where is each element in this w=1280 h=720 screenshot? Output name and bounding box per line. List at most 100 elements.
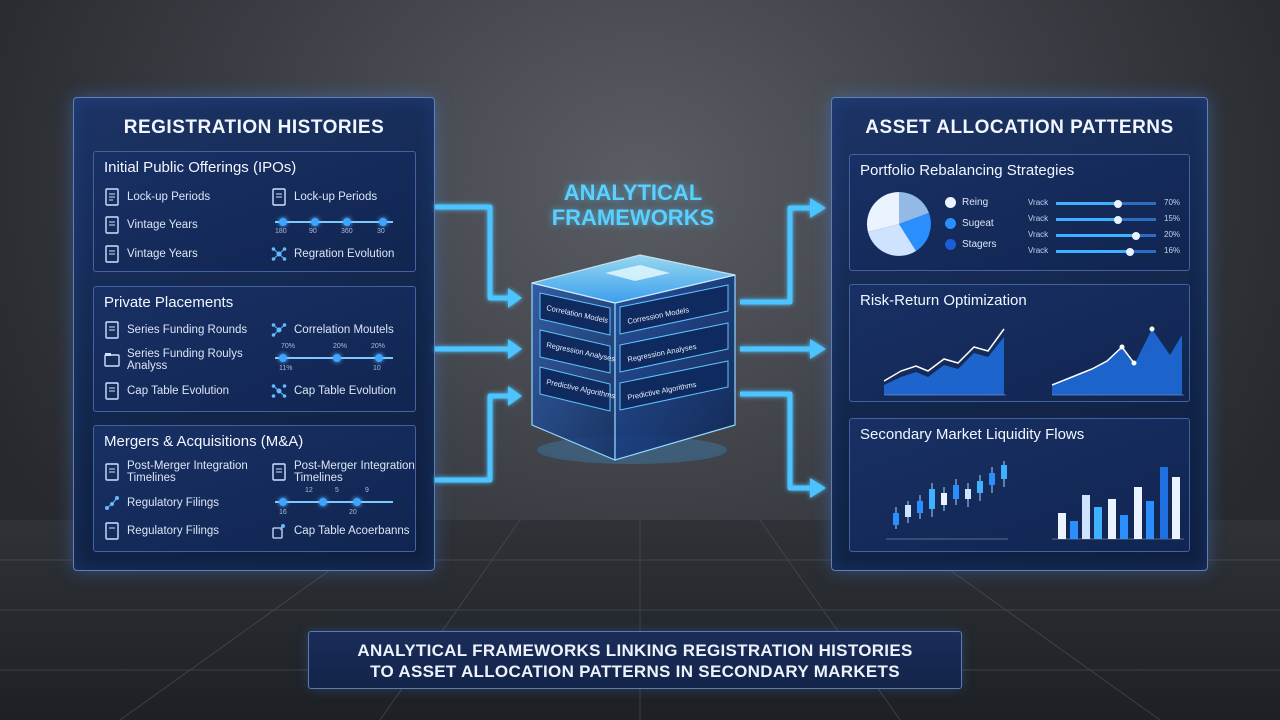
private-placements-title: Private Placements [104,294,234,311]
list-item[interactable]: Regration Evolution [271,245,394,263]
item-label: Cap Table Acoerbanns [294,525,410,537]
pie-chart [866,192,931,256]
legend-label: Stagers [962,239,997,250]
area-chart [1051,326,1184,396]
list-item[interactable]: Cap Table Acoerbanns [271,522,410,540]
network-icon [272,524,285,539]
document-icon [272,188,286,206]
list-item[interactable]: Series Funding Roulys Analyss [104,348,254,372]
arrowhead [508,339,522,359]
arrowhead [810,478,826,498]
item-label: Correlation Moutels [294,324,394,336]
mna-card[interactable]: Mergers & Acquisitions (M&A) Post-Merger… [93,425,416,552]
tick-label: 20% [333,343,348,350]
item-label: Regration Evolution [294,248,395,260]
ipo-card[interactable]: Initial Public Offerings (IPOs) Lock-up … [93,151,416,272]
flow-arrow [435,393,510,483]
tick-label: 180 [275,228,287,235]
legend-item: Sugeat [945,218,994,229]
frameworks-cube: Correlation Models Regression Analyses P… [531,254,736,464]
private-placements-card[interactable]: Private Placements Series Funding Rounds… [93,286,416,412]
list-item[interactable]: Lock-up Periods [104,188,210,206]
caption-banner: ANALYTICAL FRAMEWORKS LINKING REGISTRATI… [308,631,962,689]
ipo-card-title: Initial Public Offerings (IPOs) [104,159,297,176]
document-icon [272,463,286,481]
list-item[interactable]: Post-Merger Integration Timelines [271,460,424,484]
list-item[interactable]: Regulatory Filings [104,522,219,540]
document-icon [105,463,119,481]
slider-handle[interactable] [1132,232,1140,240]
center-title-line2: FRAMEWORKS [551,205,715,230]
mna-card-title: Mergers & Acquisitions (M&A) [104,433,304,450]
slider-label: Vrack [1028,246,1049,255]
list-item[interactable]: Post-Merger Integration Timelines [104,460,257,484]
tick-label: 9 [365,487,369,494]
slider-track [1056,216,1156,224]
tick-label: 10 [373,365,381,372]
document-icon [105,522,119,540]
allocation-slider[interactable]: Vrack 20% [1028,229,1188,241]
document-icon [105,188,119,206]
risk-return-card[interactable]: Risk-Return Optimization [849,284,1190,402]
timeline-slider[interactable]: 70% 20% 20% 11% 10 [275,343,393,377]
rebalancing-card[interactable]: Portfolio Rebalancing Strategies Reing S… [849,154,1190,271]
list-item[interactable]: Vintage Years [104,245,198,263]
allocation-slider[interactable]: Vrack 16% [1028,245,1188,257]
liquidity-card[interactable]: Secondary Market Liquidity Flows [849,418,1190,552]
analytical-frameworks-title: ANALYTICAL FRAMEWORKS [528,180,738,230]
timeline-slider[interactable]: 180 90 360 30 [275,215,393,237]
list-item[interactable]: Lock-up Periods [271,188,377,206]
item-label: Regulatory Filings [127,525,220,537]
document-icon [105,216,119,234]
center-title-line1: ANALYTICAL [563,180,703,205]
legend-label: Reing [962,197,989,208]
tick-label: 16 [279,509,287,516]
bar-chart [1052,467,1184,540]
timeline-slider[interactable]: 12 5 9 16 20 [275,487,393,519]
arrowhead [810,339,826,359]
candlestick-chart [886,461,1008,540]
slider-value: 15% [1164,214,1181,223]
tick-label: 30 [377,228,385,235]
slider-track [1056,248,1156,256]
caption-line1: ANALYTICAL FRAMEWORKS LINKING REGISTRATI… [357,641,913,660]
network-icon [271,247,287,261]
slider-track [1056,232,1156,240]
slider-handle[interactable] [1126,248,1134,256]
share-icon [105,496,119,510]
document-icon [105,321,119,339]
slider-value: 70% [1164,198,1181,207]
list-item[interactable]: Vintage Years [104,216,198,234]
tick-label: 5 [335,487,339,494]
slider-value: 20% [1164,230,1181,239]
list-item[interactable]: Series Funding Rounds [104,321,247,339]
item-label: Post-Merger Integration Timelines [127,460,248,484]
slider-handle[interactable] [1114,216,1122,224]
list-item[interactable]: Cap Table Evolution [271,382,396,400]
legend-item: Stagers [945,239,996,250]
asset-allocation-title: ASSET ALLOCATION PATTERNS [865,117,1174,138]
item-label: Series Funding Roulys Analyss [127,348,243,372]
tick-label: 70% [281,343,296,350]
item-label: Regulatory Filings [127,497,220,509]
list-item[interactable]: Regulatory Filings [104,494,219,512]
slider-label: Vrack [1028,230,1049,239]
slider-value: 16% [1164,246,1181,255]
asset-allocation-panel: ASSET ALLOCATION PATTERNS Portfolio Reba… [831,97,1208,571]
tick-label: 20 [349,509,357,516]
tick-label: 90 [309,228,317,235]
item-label: Vintage Years [127,248,198,260]
network-icon [271,323,287,337]
list-item[interactable]: Correlation Moutels [271,321,394,339]
slider-handle[interactable] [1114,200,1122,208]
liquidity-title: Secondary Market Liquidity Flows [860,426,1085,443]
tick-label: 12 [305,487,313,494]
tick-label: 20% [371,343,386,350]
folder-icon [104,353,120,367]
registration-histories-title: REGISTRATION HISTORIES [123,117,385,138]
list-item[interactable]: Cap Table Evolution [104,382,229,400]
tick-label: 360 [341,228,353,235]
